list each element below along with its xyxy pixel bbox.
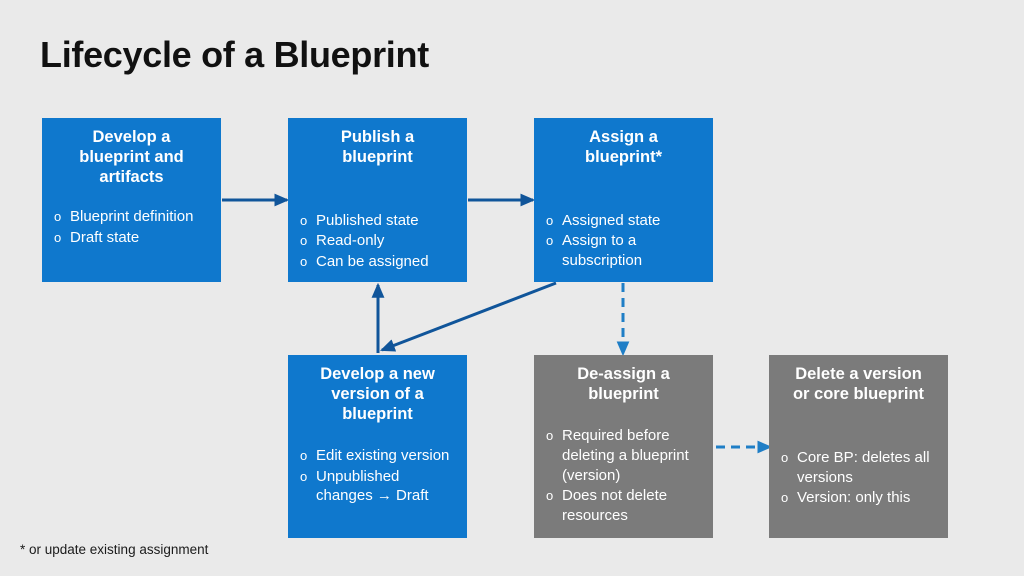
list-item-label: Assign to a subscription xyxy=(562,232,643,270)
bullet-circle-icon: o xyxy=(54,229,62,245)
list-item-label: Blueprint definition xyxy=(70,208,194,226)
bullet-circle-icon: o xyxy=(300,468,308,484)
node-bullet-list: o Assigned state o Assign to a subscript… xyxy=(542,211,705,271)
bullet-circle-icon: o xyxy=(781,490,789,506)
node-title: De-assign a blueprint xyxy=(577,365,670,404)
list-item-label: Required before deleting a blueprint (ve… xyxy=(562,427,689,485)
node-assign-a-blueprint[interactable]: Assign a blueprint* o Assigned state o A… xyxy=(534,118,713,282)
list-item-label: Edit existing version xyxy=(316,447,450,465)
bullet-circle-icon: o xyxy=(300,253,308,269)
list-item-label: Published state xyxy=(316,212,419,230)
list-item: o Version: only this xyxy=(777,488,940,508)
list-item: o Assign to a subscription xyxy=(542,231,705,271)
node-title: Develop a blueprint and artifacts xyxy=(79,128,184,187)
list-item-label: Does not delete resources xyxy=(562,487,668,524)
list-item: o Can be assigned xyxy=(296,252,459,272)
list-item: o Published state xyxy=(296,211,459,231)
list-item: o Unpublished changes → Draft xyxy=(296,467,459,507)
node-de-assign-a-blueprint[interactable]: De-assign a blueprint o Required before … xyxy=(534,355,713,538)
list-item-label: Unpublished changes → Draft xyxy=(316,467,429,505)
node-bullet-list: o Published state o Read-only o Can be a… xyxy=(296,211,459,271)
list-item: o Assigned state xyxy=(542,211,705,231)
node-bullet-list: o Blueprint definition o Draft state xyxy=(50,207,213,247)
node-delete-a-version-or-core-blueprint[interactable]: Delete a version or core blueprint o Cor… xyxy=(769,355,948,538)
list-item: o Read-only xyxy=(296,231,459,251)
bullet-circle-icon: o xyxy=(781,450,789,466)
bullet-circle-icon: o xyxy=(546,428,554,444)
bullet-circle-icon: o xyxy=(546,488,554,504)
list-item: o Draft state xyxy=(50,228,213,248)
node-bullet-list: o Core BP: deletes all versions o Versio… xyxy=(777,448,940,508)
list-item: o Blueprint definition xyxy=(50,207,213,227)
bullet-circle-icon: o xyxy=(300,213,308,229)
node-develop-blueprint-and-artifacts[interactable]: Develop a blueprint and artifacts o Blue… xyxy=(42,118,221,282)
node-title: Develop a new version of a blueprint xyxy=(320,365,435,424)
node-bullet-list: o Required before deleting a blueprint (… xyxy=(542,426,705,526)
node-develop-a-new-version[interactable]: Develop a new version of a blueprint o E… xyxy=(288,355,467,538)
page-title: Lifecycle of a Blueprint xyxy=(40,34,429,75)
list-item-label: Can be assigned xyxy=(316,252,429,270)
list-item-label: Assigned state xyxy=(562,212,661,230)
list-item: o Core BP: deletes all versions xyxy=(777,448,940,488)
node-title: Assign a blueprint* xyxy=(585,128,662,167)
list-item: o Required before deleting a blueprint (… xyxy=(542,426,705,486)
footnote-text: * or update existing assignment xyxy=(20,542,209,557)
list-item: o Edit existing version xyxy=(296,446,459,466)
list-item-label: Core BP: deletes all versions xyxy=(797,449,930,487)
bullet-circle-icon: o xyxy=(54,209,62,225)
bullet-circle-icon: o xyxy=(546,213,554,229)
node-title: Publish a blueprint xyxy=(340,128,415,167)
node-bullet-list: o Edit existing version o Unpublished ch… xyxy=(296,446,459,506)
bullet-circle-icon: o xyxy=(546,233,554,249)
bullet-circle-icon: o xyxy=(300,233,308,249)
bullet-circle-icon: o xyxy=(300,448,308,464)
list-item-label: Version: only this xyxy=(797,489,911,507)
list-item-label: Read-only xyxy=(316,232,385,250)
node-title: Delete a version or core blueprint xyxy=(792,365,925,404)
list-item: o Does not delete resources xyxy=(542,486,705,526)
node-publish-a-blueprint[interactable]: Publish a blueprint o Published state o … xyxy=(288,118,467,282)
list-item-label: Draft state xyxy=(70,228,140,246)
connector-assign-to-newversion xyxy=(379,281,557,352)
